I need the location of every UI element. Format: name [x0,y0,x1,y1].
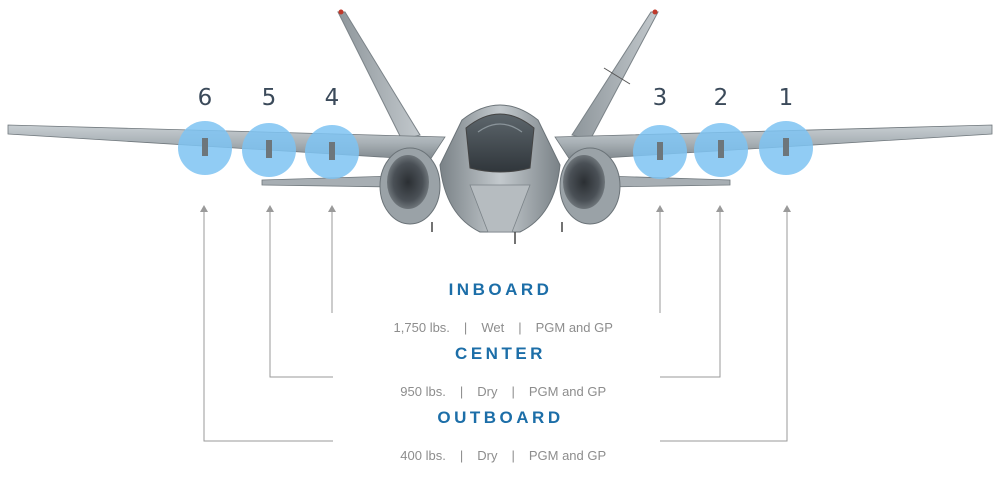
station-number-5: 5 [261,85,277,111]
left-vertical-tail [337,11,421,141]
center-type: Dry [477,384,498,399]
separator: | [511,448,515,463]
nose [469,184,531,233]
station-6-highlight [178,121,232,175]
outboard-specs: 400 lbs. | Dry | PGM and GP [336,433,656,478]
separator: | [518,320,522,335]
outboard-title: OUTBOARD [437,408,564,427]
inboard-weight: 1,750 lbs. [393,320,450,335]
outboard-weight: 400 lbs. [400,448,446,463]
station-number-1: 1 [778,85,794,111]
separator: | [459,448,464,463]
right-vertical-tail [571,11,659,141]
center-title: CENTER [455,344,546,363]
station-2-highlight [694,123,748,177]
station-number-4: 4 [324,85,340,111]
outboard-ordnance: PGM and GP [528,448,607,463]
left-intake [387,155,429,209]
aircraft-illustration [7,9,993,442]
inboard-type: Wet [481,320,505,335]
station-number-2: 2 [713,85,729,111]
leader-line-station-2 [660,212,721,378]
station-4-highlight [305,125,359,179]
center-specs: 950 lbs. | Dry | PGM and GP [336,369,656,414]
station-5-highlight [242,123,296,177]
center-weight: 950 lbs. [400,384,446,399]
inboard-title: INBOARD [448,280,553,299]
separator: | [459,384,464,399]
leader-line-station-6 [203,212,333,442]
inboard-specs: 1,750 lbs. | Wet | PGM and GP [336,305,656,350]
leader-line-station-5 [269,212,333,378]
leader-arrowheads [200,205,791,212]
station-1-highlight [759,121,813,175]
hardpoint-diagram: 6 5 4 3 2 1 INBOARD 1,750 lbs. | Wet | PGM a… [7,9,993,463]
leader-line-station-1 [660,212,788,442]
canopy [465,113,535,173]
center-ordnance: PGM and GP [528,384,607,399]
station-number-6: 6 [197,85,213,111]
leader-lines [203,212,788,442]
station-3-highlight [633,125,687,179]
outboard-type: Dry [477,448,498,463]
separator: | [463,320,468,335]
right-intake [563,155,605,209]
separator: | [511,384,515,399]
station-number-3: 3 [652,85,668,111]
inboard-ordnance: PGM and GP [535,320,613,335]
